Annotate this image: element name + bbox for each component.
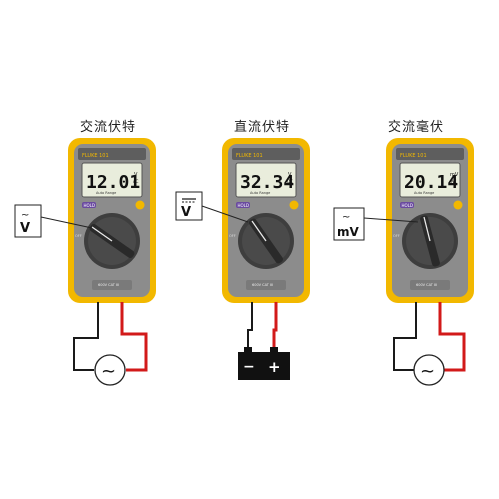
callout-leader-2 bbox=[201, 205, 249, 223]
mode-mark-1: ~ bbox=[21, 210, 29, 221]
black-lead-1 bbox=[73, 302, 99, 371]
lcd-screen bbox=[235, 162, 297, 198]
battery-icon: − + bbox=[238, 347, 290, 380]
cat-label: 600V CAT III bbox=[98, 283, 119, 287]
hold-button[interactable] bbox=[400, 202, 414, 208]
lcd-reading: 12.01 bbox=[86, 172, 140, 193]
red-lead-1 bbox=[120, 302, 148, 372]
hold-label: HOLD bbox=[402, 203, 413, 208]
title-dc-volts: 直流伏特 bbox=[233, 120, 290, 135]
hold-label: HOLD bbox=[238, 203, 249, 208]
black-lead-2 bbox=[247, 302, 253, 352]
battery-minus: − bbox=[243, 359, 255, 375]
jack-panel bbox=[92, 280, 132, 290]
title-ac-millivolts: 交流毫伏 bbox=[387, 120, 444, 135]
lcd-reading: 32.34 bbox=[240, 172, 294, 193]
backlight-button[interactable] bbox=[289, 200, 299, 210]
brand-label: FLUKE 101 bbox=[400, 153, 427, 159]
multimeter-1: FLUKE 101 12.01 V AC Auto Range HOLD OFF… bbox=[68, 138, 156, 303]
jack-panel bbox=[246, 280, 286, 290]
cat-label: 600V CAT III bbox=[252, 283, 273, 287]
brand-label: FLUKE 101 bbox=[82, 153, 109, 159]
lcd-unit: V bbox=[134, 172, 138, 178]
dial-indicator bbox=[251, 220, 267, 242]
off-label: OFF bbox=[75, 234, 82, 238]
off-label: OFF bbox=[393, 234, 400, 238]
red-lead-3 bbox=[438, 302, 466, 372]
backlight-button[interactable] bbox=[135, 200, 145, 210]
multimeter-3: FLUKE 101 20.14 mV AC Auto Range HOLD OF… bbox=[386, 138, 474, 303]
hold-label: HOLD bbox=[84, 203, 95, 208]
hold-button[interactable] bbox=[82, 202, 96, 208]
lcd-unit-mode: AC bbox=[451, 179, 457, 184]
black-lead-3 bbox=[393, 302, 417, 371]
callout-leader-1 bbox=[40, 216, 93, 229]
dial-indicator bbox=[423, 216, 431, 242]
mode-label-3: mV bbox=[337, 225, 360, 239]
red-lead-2 bbox=[272, 302, 278, 352]
mode-label-1: V bbox=[20, 221, 30, 236]
lcd-sub-label: Auto Range bbox=[250, 191, 270, 195]
brand-strip bbox=[78, 148, 146, 160]
battery-plus: + bbox=[268, 358, 281, 376]
backlight-button[interactable] bbox=[453, 200, 463, 210]
lcd-screen bbox=[399, 162, 461, 198]
ac-symbol-3: ~ bbox=[420, 361, 435, 382]
lcd-sub-label: Auto Range bbox=[414, 191, 434, 195]
ac-source-icon bbox=[413, 354, 445, 386]
cat-label: 600V CAT III bbox=[416, 283, 437, 287]
lcd-unit: mV bbox=[450, 172, 459, 178]
mode-callout-1 bbox=[14, 204, 42, 238]
brand-strip bbox=[232, 148, 300, 160]
callout-leader-3 bbox=[363, 217, 419, 223]
ac-source-icon bbox=[94, 354, 126, 386]
lcd-unit-mode: DC bbox=[287, 179, 293, 184]
title-ac-volts: 交流伏特 bbox=[79, 120, 136, 135]
multimeter-2: FLUKE 101 32.34 V DC Auto Range HOLD OFF… bbox=[222, 138, 310, 303]
mode-mark-3: ~ bbox=[342, 212, 350, 223]
lcd-sub-label: Auto Range bbox=[96, 191, 116, 195]
brand-strip bbox=[396, 148, 464, 160]
ac-symbol-1: ~ bbox=[101, 361, 116, 382]
off-label: OFF bbox=[229, 234, 236, 238]
hold-button[interactable] bbox=[236, 202, 250, 208]
lcd-reading: 20.14 bbox=[404, 172, 458, 193]
mode-label-2: V bbox=[181, 205, 191, 220]
mode-callout-3 bbox=[333, 207, 365, 241]
dial-indicator bbox=[91, 226, 113, 242]
lcd-unit-mode: AC bbox=[133, 179, 139, 184]
lcd-unit: V bbox=[288, 172, 292, 178]
jack-panel bbox=[410, 280, 450, 290]
brand-label: FLUKE 101 bbox=[236, 153, 263, 159]
lcd-screen bbox=[81, 162, 143, 198]
